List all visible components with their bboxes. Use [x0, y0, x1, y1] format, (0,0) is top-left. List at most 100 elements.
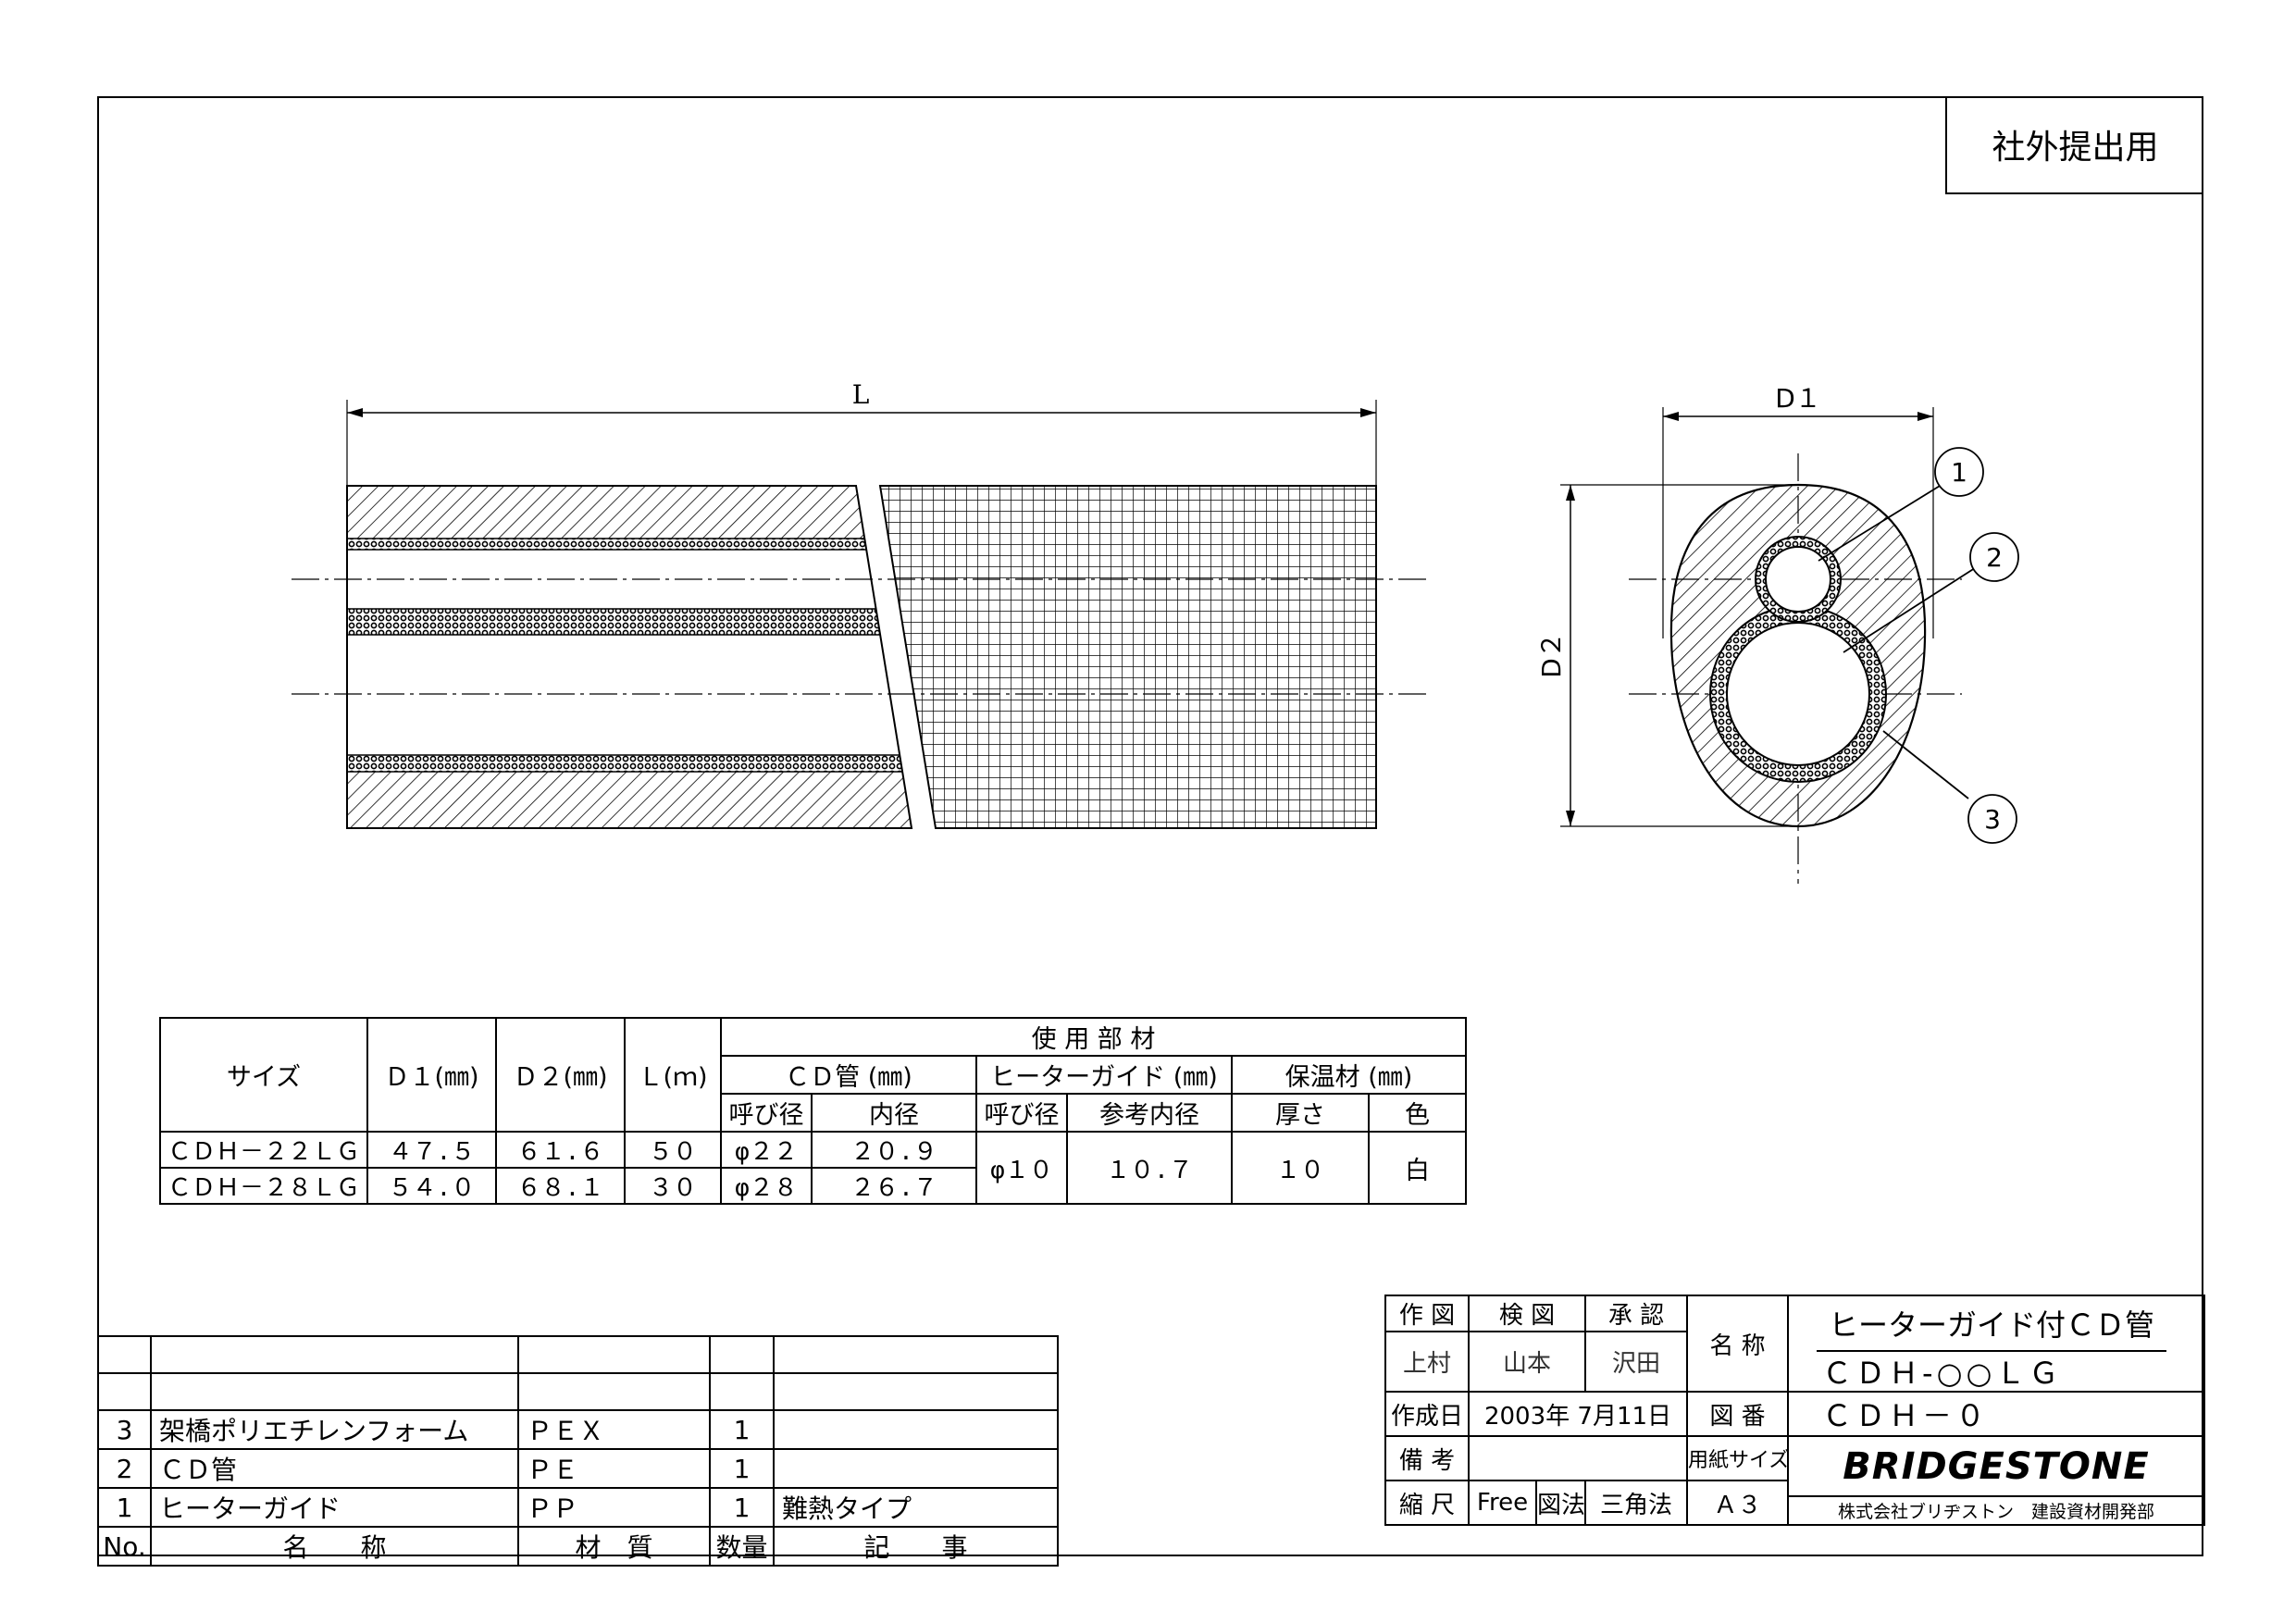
header-material: 材 質	[517, 1526, 711, 1567]
cell-qty: 1	[709, 1448, 775, 1489]
drawn-label: 作 図	[1384, 1294, 1470, 1333]
projection-label: 図法	[1534, 1480, 1587, 1526]
header-size: サイズ	[159, 1017, 368, 1133]
header-l: Ｌ(ｍ)	[624, 1017, 722, 1133]
product-name: ヒーターガイド付ＣＤ管	[1817, 1297, 2167, 1352]
label-D1: D１	[1775, 383, 1821, 414]
cell-d2: ６８.１	[495, 1167, 626, 1205]
cell-material: ＰＥ	[517, 1448, 711, 1489]
header-parts-used: 使 用 部 材	[720, 1017, 1467, 1057]
cell-no: 3	[97, 1409, 152, 1450]
header-d2: Ｄ２(㎜)	[495, 1017, 626, 1133]
title-block: 作 図 検 図 承 認 名 称 ヒーターガイド付ＣＤ管 ＣＤＨ-○○ＬＧ 上村 …	[1384, 1294, 2206, 1526]
bridgestone-logo: BRIDGESTONE	[1843, 1445, 2150, 1488]
subheader-cd-nominal: 呼び径	[720, 1093, 813, 1133]
cell-d2: ６１.６	[495, 1131, 626, 1169]
approved-label: 承 認	[1584, 1294, 1689, 1333]
header-insulation: 保温材 (㎜)	[1231, 1055, 1467, 1095]
checked-label: 検 図	[1467, 1294, 1587, 1333]
cell-cd-inner: ２６.７	[811, 1167, 977, 1205]
scale-label: 縮 尺	[1384, 1480, 1470, 1526]
creation-date: 2003年 7月11日	[1467, 1391, 1689, 1437]
table-row	[97, 1372, 1059, 1411]
cell-size: ＣＤＨ－２８ＬＧ	[159, 1167, 368, 1205]
specification-table: サイズ Ｄ１(㎜) Ｄ２(㎜) Ｌ(ｍ) 使 用 部 材 ＣＤ管 (㎜) ヒータ…	[159, 1017, 1467, 1205]
cell-note	[773, 1448, 1059, 1489]
cell-qty: 1	[709, 1487, 775, 1528]
external-view	[878, 485, 1377, 829]
dimension-D2: D２	[1536, 484, 1798, 827]
remarks-label: 備 考	[1384, 1435, 1470, 1481]
dimension-L: L	[346, 379, 1377, 486]
cell-material: ＰＥＸ	[517, 1409, 711, 1450]
subheader-insul-thickness: 厚さ	[1231, 1093, 1370, 1133]
product-name-cell: ヒーターガイド付ＣＤ管 ＣＤＨ-○○ＬＧ	[1787, 1295, 2206, 1393]
callout-1: 1	[1951, 457, 1967, 488]
parts-list-table: 3 架橋ポリエチレンフォーム ＰＥＸ 1 2 ＣＤ管 ＰＥ 1 1 ヒーターガイ…	[97, 1335, 1059, 1567]
drawn-by: 上村	[1384, 1331, 1470, 1393]
header-no: No.	[97, 1526, 152, 1567]
subheader-heater-nominal: 呼び径	[975, 1093, 1068, 1133]
table-row: 3 架橋ポリエチレンフォーム ＰＥＸ 1	[97, 1409, 1059, 1450]
callout-2: 2	[1986, 542, 2003, 573]
table-row: 2 ＣＤ管 ＰＥ 1	[97, 1448, 1059, 1489]
cell-insul-thickness: １０	[1231, 1131, 1370, 1205]
remarks-value	[1467, 1435, 1689, 1481]
table-row: ＣＤＨ－２２ＬＧ ４７.５ ６１.６ ５０ φ２２ ２０.９ φ１０ １０.７ …	[159, 1131, 1467, 1205]
cell-note: 難熱タイプ	[773, 1487, 1059, 1528]
cell-l: ３０	[624, 1167, 722, 1205]
drawing-frame	[97, 96, 2203, 1556]
dimension-D1: D１	[1662, 383, 1934, 638]
cell-heater-inner: １０.７	[1066, 1131, 1233, 1205]
header-name: 名 称	[150, 1526, 519, 1567]
cell-size: ＣＤＨ－２２ＬＧ	[159, 1131, 368, 1169]
cell-name: ＣＤ管	[150, 1448, 519, 1489]
callout-3: 3	[1984, 804, 2001, 835]
cell-no: 1	[97, 1487, 152, 1528]
longitudinal-section	[347, 486, 912, 828]
header-note: 記 事	[773, 1526, 1059, 1567]
subheader-insul-color: 色	[1368, 1093, 1467, 1133]
cross-section	[1669, 483, 1927, 828]
label-L: L	[852, 379, 870, 410]
approved-by: 沢田	[1584, 1331, 1689, 1393]
cell-heater-nominal: φ１０	[975, 1131, 1068, 1205]
projection-value: 三角法	[1584, 1480, 1689, 1526]
header-heater-guide: ヒーターガイド (㎜)	[975, 1055, 1233, 1095]
header-d1: Ｄ１(㎜)	[366, 1017, 497, 1133]
cell-cd-nominal: φ２８	[720, 1167, 813, 1205]
subheader-heater-inner: 参考内径	[1066, 1093, 1233, 1133]
paper-size-value: Ａ３	[1686, 1480, 1790, 1526]
cell-material: ＰＰ	[517, 1487, 711, 1528]
product-code: ＣＤＨ-○○ＬＧ	[1822, 1356, 2063, 1391]
paper-size-label: 用紙サイズ	[1686, 1435, 1790, 1481]
date-label: 作成日	[1384, 1391, 1470, 1437]
drawing-number: ＣＤＨ－０	[1787, 1391, 2206, 1437]
cell-name: ヒーターガイド	[150, 1487, 519, 1528]
table-row: ＣＤＨ－２８ＬＧ ５４.０ ６８.１ ３０ φ２８ ２６.７	[159, 1167, 1466, 1205]
external-submission-stamp: 社外提出用	[1945, 96, 2203, 194]
callouts	[1818, 447, 2019, 844]
cell-name: 架橋ポリエチレンフォーム	[150, 1409, 519, 1450]
label-D2: D２	[1536, 632, 1567, 678]
cell-no: 2	[97, 1448, 152, 1489]
header-cd-pipe: ＣＤ管 (㎜)	[720, 1055, 977, 1095]
cell-d1: ４７.５	[366, 1131, 497, 1169]
cell-d1: ５４.０	[366, 1167, 497, 1205]
cell-note	[773, 1409, 1059, 1450]
parts-header-row: No. 名 称 材 質 数量 記 事	[97, 1526, 1059, 1567]
name-label: 名 称	[1686, 1295, 1790, 1393]
header-qty: 数量	[709, 1526, 775, 1567]
drawing-no-label: 図 番	[1686, 1391, 1790, 1437]
subheader-cd-inner: 内径	[811, 1093, 977, 1133]
checked-by: 山本	[1467, 1331, 1587, 1393]
table-row	[97, 1335, 1059, 1374]
table-row: 1 ヒーターガイド ＰＰ 1 難熱タイプ	[97, 1487, 1059, 1528]
cell-l: ５０	[624, 1131, 722, 1169]
cell-cd-inner: ２０.９	[811, 1131, 977, 1169]
company-name: 株式会社ブリヂストン 建設資材開発部	[1790, 1495, 2203, 1523]
cell-qty: 1	[709, 1409, 775, 1450]
cell-cd-nominal: φ２２	[720, 1131, 813, 1169]
company-cell: BRIDGESTONE 株式会社ブリヂストン 建設資材開発部	[1787, 1435, 2206, 1526]
